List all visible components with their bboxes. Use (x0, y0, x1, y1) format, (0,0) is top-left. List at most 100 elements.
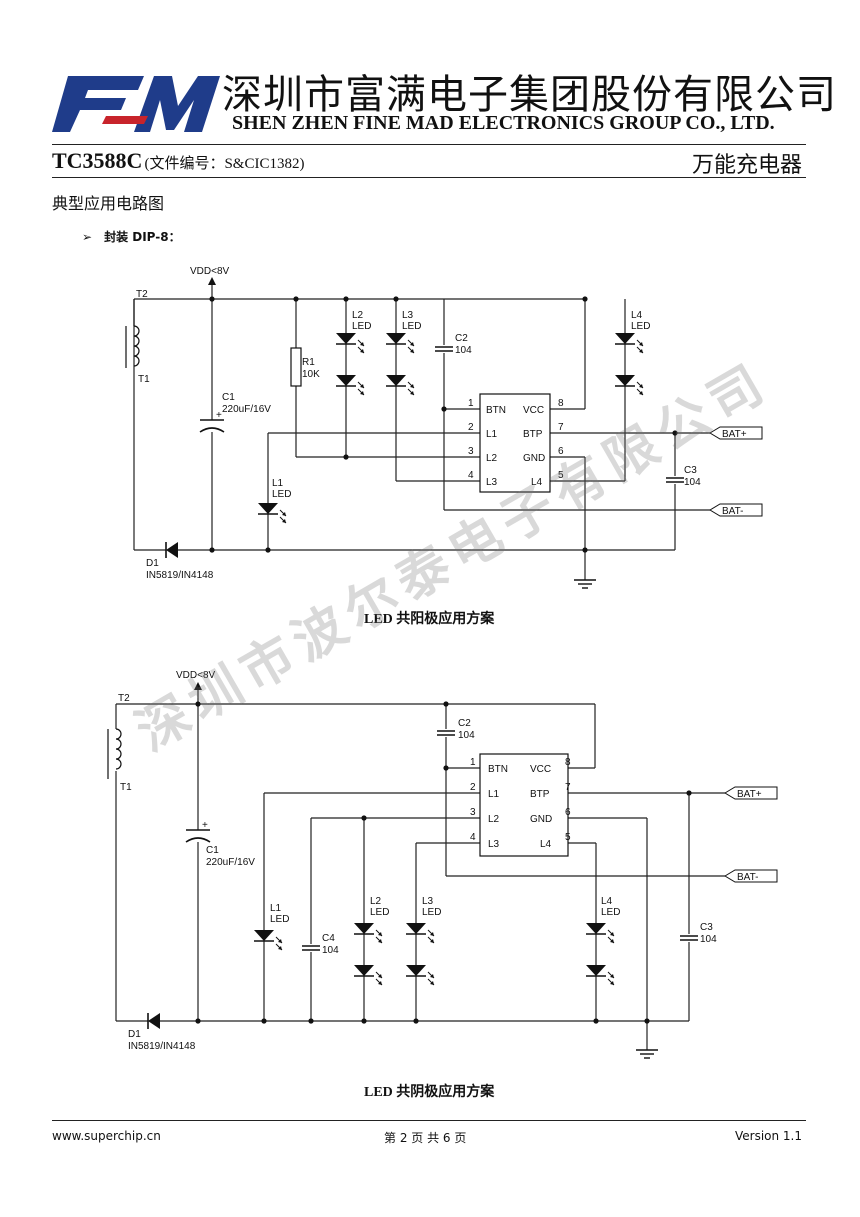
t1-label-2: T1 (120, 782, 132, 793)
footer-url[interactable]: www.superchip.cn (52, 1129, 161, 1143)
package-label: 封装 DIP-8： (104, 230, 181, 244)
ic2-num-2: 2 (470, 782, 476, 793)
ic2-num-4: 4 (470, 832, 476, 843)
ic1-num-4: 4 (468, 470, 474, 481)
l4-label: L4 (631, 310, 643, 321)
ic2-pin-l4: L4 (540, 839, 552, 850)
l3-label: L3 (402, 310, 414, 321)
bat-minus-tag: BAT- (722, 506, 743, 517)
company-name-cn: 深圳市富满电子集团股份有限公司 (222, 72, 837, 118)
ic1-num-5: 5 (558, 470, 564, 481)
d1-label-2: D1 (128, 1029, 141, 1040)
c2-label-2: C2 (458, 718, 471, 729)
company-logo (52, 72, 222, 138)
r1-value: 10K (302, 369, 320, 380)
ic1-pin-btp: BTP (523, 429, 543, 440)
c2-value: 104 (455, 345, 472, 356)
c3-value-2: 104 (700, 934, 717, 945)
l2-label-2: L2 (370, 896, 382, 907)
vdd-label: VDD<8V (190, 266, 230, 277)
l3-led: LED (402, 321, 421, 332)
model-number: TC3588C (52, 148, 143, 173)
ic1-pin-l2: L2 (486, 453, 498, 464)
l4-label-2: L4 (601, 896, 613, 907)
d1-value-2: IN5819/IN4148 (128, 1041, 196, 1052)
ic1-pin-btn: BTN (486, 405, 506, 416)
caption-common-cathode: LED 共阴极应用方案 (364, 1083, 495, 1100)
ic2-pin-btp: BTP (530, 789, 550, 800)
ic2-pin-vcc: VCC (530, 764, 551, 775)
ic2-pin-btn: BTN (488, 764, 508, 775)
doc-number: (文件编号：S&CIC1382) (144, 156, 305, 172)
title-divider (52, 177, 806, 178)
section-heading: 典型应用电路图 (52, 194, 165, 213)
c1-value: 220uF/16V (222, 404, 271, 415)
bat-plus-tag-2: BAT+ (737, 789, 762, 800)
diagram-common-anode: + VDD<8V T2 T1 C1 220uF/16V R1 10K L2 LE… (125, 266, 763, 627)
fm-logo-icon (52, 76, 220, 132)
t1-label: T1 (138, 374, 150, 385)
c3-value: 104 (684, 477, 701, 488)
caption-common-anode: LED 共阳极应用方案 (364, 610, 495, 627)
ic2-num-7: 7 (565, 782, 571, 793)
company-name-en: SHEN ZHEN FINE MAD ELECTRONICS GROUP CO.… (232, 112, 775, 134)
product-name: 万能充电器 (691, 153, 802, 178)
ic1-num-8: 8 (558, 398, 564, 409)
c2-value-2: 104 (458, 730, 475, 741)
ic2-num-5: 5 (565, 832, 571, 843)
bat-minus-tag-2: BAT- (737, 872, 758, 883)
package-line: ➢ 封装 DIP-8： (82, 228, 181, 245)
d1-label: D1 (146, 558, 159, 569)
ic2-num-6: 6 (565, 807, 571, 818)
r1-label: R1 (302, 357, 315, 368)
ic1-pin-l4: L4 (531, 477, 543, 488)
footer-divider (52, 1120, 806, 1121)
ic2-pin-l1: L1 (488, 789, 500, 800)
vdd-label-2: VDD<8V (176, 670, 216, 681)
c1-value-2: 220uF/16V (206, 857, 255, 868)
page-number: 第 2 页 共 6 页 (384, 1131, 467, 1145)
c4-label-2: C4 (322, 933, 335, 944)
l3-led-2: LED (422, 907, 441, 918)
ic1-num-2: 2 (468, 422, 474, 433)
c1-label: C1 (222, 392, 235, 403)
ic2-pin-gnd: GND (530, 814, 552, 825)
c2-label: C2 (455, 333, 468, 344)
c1-label-2: C1 (206, 845, 219, 856)
ic1-pin-vcc: VCC (523, 405, 544, 416)
l1-label-2: L1 (270, 903, 282, 914)
l1-led: LED (272, 489, 291, 500)
l2-led: LED (352, 321, 371, 332)
header-divider (52, 144, 806, 145)
ic1-num-7: 7 (558, 422, 564, 433)
version-label: Version 1.1 (734, 1129, 802, 1143)
svg-text:+: + (216, 410, 222, 421)
diagram-common-cathode: + VDD<8V T2 T1 C1 220uF/16V L1 LED L2 LE… (107, 670, 778, 1100)
d1-value: IN5819/IN4148 (146, 570, 214, 581)
l3-label-2: L3 (422, 896, 434, 907)
c4-value-2: 104 (322, 945, 339, 956)
l2-label: L2 (352, 310, 364, 321)
ic2-num-1: 1 (470, 757, 476, 768)
bat-plus-tag: BAT+ (722, 429, 747, 440)
t2-label-2: T2 (118, 693, 130, 704)
l2-led-2: LED (370, 907, 389, 918)
l4-led-2: LED (601, 907, 620, 918)
ic1-pin-l3: L3 (486, 477, 498, 488)
doc-title: TC3588C(文件编号：S&CIC1382) (52, 148, 304, 174)
l4-led: LED (631, 321, 650, 332)
c3-label: C3 (684, 465, 697, 476)
ic2-pin-l2: L2 (488, 814, 500, 825)
ic2-num-8: 8 (565, 757, 571, 768)
l1-label: L1 (272, 478, 284, 489)
l1-led-2: LED (270, 914, 289, 925)
ic1-num-1: 1 (468, 398, 474, 409)
ic1-num-6: 6 (558, 446, 564, 457)
ic2-num-3: 3 (470, 807, 476, 818)
ic1-num-3: 3 (468, 446, 474, 457)
ic1-pin-gnd: GND (523, 453, 545, 464)
ic2-pin-l3: L3 (488, 839, 500, 850)
bullet-arrow-icon: ➢ (82, 230, 93, 244)
c3-label-2: C3 (700, 922, 713, 933)
